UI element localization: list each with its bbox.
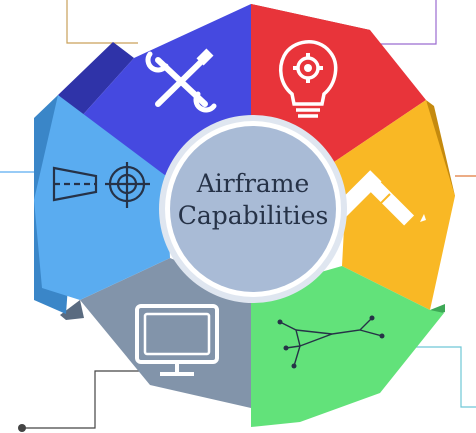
center-title: Airframe Capabilities: [165, 168, 341, 232]
lightbulb-gear-icon: [278, 40, 338, 118]
segment-monitor-shadow: [60, 300, 84, 320]
segment-wiring: [251, 266, 445, 427]
connector-dot: [18, 424, 26, 432]
connector-line-wiring: [390, 346, 476, 408]
connector-line-monitor: [22, 370, 150, 429]
segment-wiring-shape: [251, 266, 444, 427]
segment-drawing-shape: [34, 95, 170, 300]
technical-drawing-icon: [52, 162, 150, 208]
segment-tools-shadow: [58, 42, 134, 118]
wire-harness-icon: [277, 315, 385, 369]
segment-drawing: [34, 95, 170, 314]
center-hub: [159, 115, 347, 303]
segment-monitor-shape: [80, 258, 251, 408]
center-title-line-2: Capabilities: [177, 201, 329, 230]
computer-monitor-icon: [135, 304, 219, 376]
connector-line-tools: [66, 0, 138, 44]
center-hub-fill: [170, 126, 336, 292]
segment-monitor: [60, 258, 251, 408]
center-title-line-1: Airframe: [196, 169, 310, 198]
wrench-screwdriver-icon: [145, 48, 217, 113]
